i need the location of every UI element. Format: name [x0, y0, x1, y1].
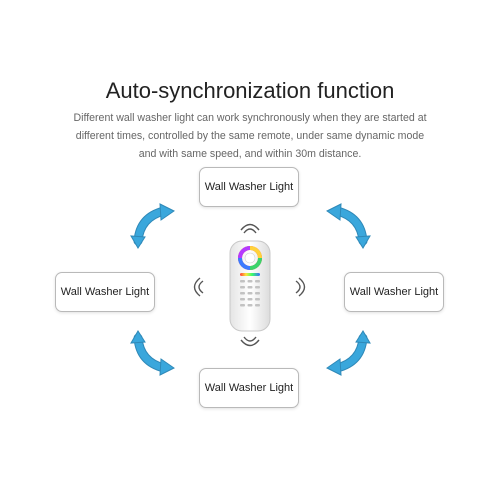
- wireless-signal-icon: [240, 336, 260, 348]
- wall-washer-light-right: Wall Washer Light: [344, 272, 444, 312]
- wall-washer-light-bottom: Wall Washer Light: [199, 368, 299, 408]
- description-line-2: different times, controlled by the same …: [75, 130, 425, 142]
- description-line-1: Different wall washer light can work syn…: [73, 112, 427, 124]
- wall-washer-light-left: Wall Washer Light: [55, 272, 155, 312]
- rgb-remote-control-icon: [229, 240, 271, 332]
- wireless-signal-icon: [192, 277, 204, 297]
- page-title: Auto-synchronization function: [105, 78, 395, 103]
- curved-double-arrow-icon: [130, 203, 176, 249]
- curved-double-arrow-icon: [130, 330, 176, 376]
- wireless-signal-icon: [295, 277, 307, 297]
- wireless-signal-icon: [240, 222, 260, 234]
- wall-washer-light-top: Wall Washer Light: [199, 167, 299, 207]
- description-line-3: and with same speed, and within 30m dist…: [138, 148, 362, 160]
- curved-double-arrow-icon: [325, 203, 371, 249]
- curved-double-arrow-icon: [325, 330, 371, 376]
- description: Different wall washer light can work syn…: [60, 109, 440, 163]
